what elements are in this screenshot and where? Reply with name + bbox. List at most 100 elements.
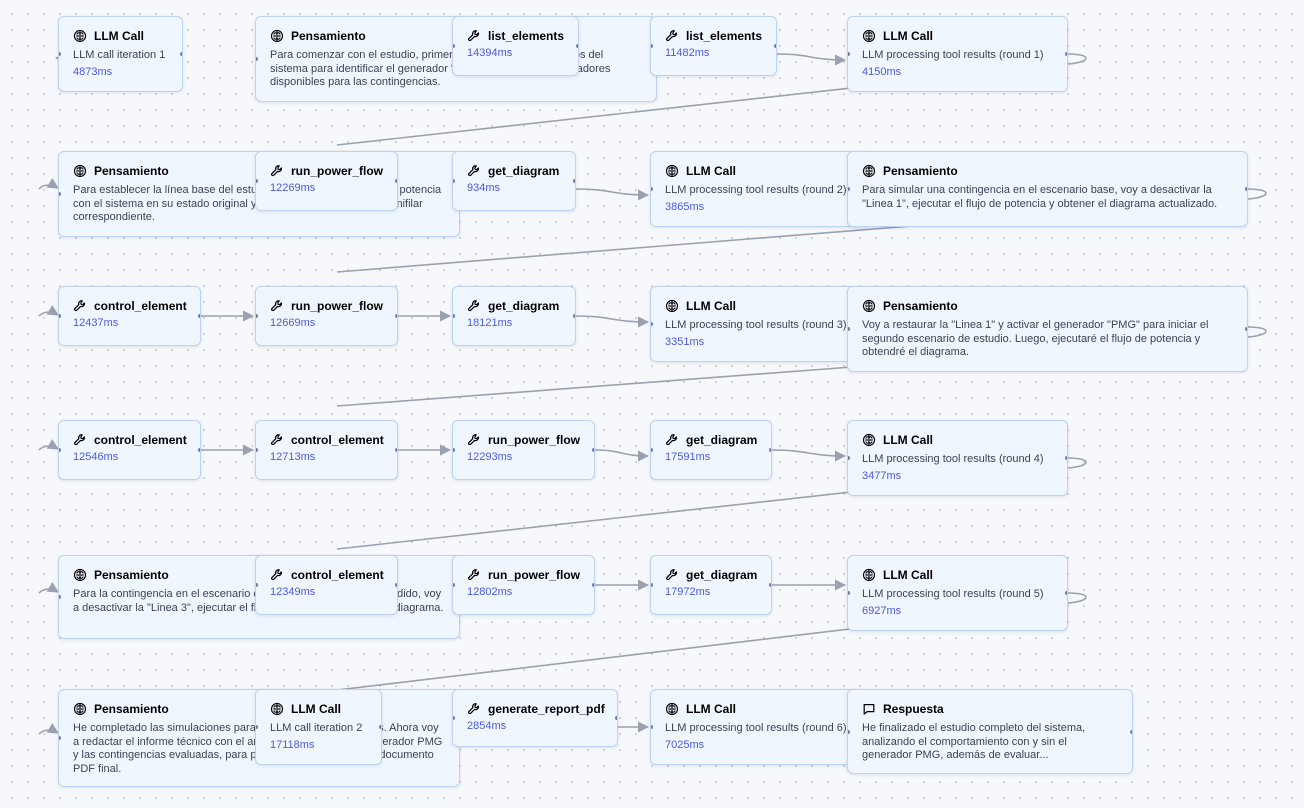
input-handle[interactable] [256,314,258,318]
input-handle[interactable] [59,192,61,196]
input-handle[interactable] [651,583,653,587]
output-handle[interactable] [198,314,200,318]
output-handle[interactable] [198,448,200,452]
input-handle[interactable] [453,179,455,183]
flow-node-28[interactable]: generate_report_pdf 2854ms [452,689,618,747]
brain-icon [73,702,87,716]
output-handle[interactable] [592,448,594,452]
flow-node-22[interactable]: control_element 12349ms [255,555,398,615]
node-title: run_power_flow [291,164,384,178]
input-handle[interactable] [256,583,258,587]
output-handle[interactable] [1245,327,1247,331]
input-handle[interactable] [651,187,653,191]
flow-node-14[interactable]: LLM Call LLM processing tool results (ro… [650,286,868,362]
node-duration: 18121ms [467,317,513,329]
flow-node-20[interactable]: LLM Call LLM processing tool results (ro… [847,420,1068,496]
output-handle[interactable] [395,179,397,183]
input-handle[interactable] [453,583,455,587]
input-handle[interactable] [256,448,258,452]
output-handle[interactable] [1065,456,1067,460]
flow-node-23[interactable]: run_power_flow 12802ms [452,555,595,615]
node-title: Pensamiento [94,568,169,582]
node-duration: 3865ms [665,200,705,213]
output-handle[interactable] [379,725,381,729]
flow-node-9[interactable]: LLM Call LLM processing tool results (ro… [650,151,868,227]
flow-node-24[interactable]: get_diagram 17972ms [650,555,772,615]
flow-node-11[interactable]: control_element 12437ms [58,286,201,346]
flow-node-3[interactable]: list_elements 14394ms [452,16,579,76]
node-body: LLM processing tool results (round 2) [665,184,847,196]
brain-icon [862,29,876,43]
input-handle[interactable] [59,52,61,56]
node-body: LLM processing tool results (round 6) [665,722,847,734]
flow-node-8[interactable]: get_diagram 934ms [452,151,576,211]
input-handle[interactable] [59,595,61,599]
input-handle[interactable] [848,52,850,56]
input-handle[interactable] [848,187,850,191]
output-handle[interactable] [180,52,182,56]
node-title: generate_report_pdf [488,702,605,716]
flow-node-4[interactable]: list_elements 11482ms [650,16,777,76]
flow-node-19[interactable]: get_diagram 17591ms [650,420,772,480]
input-handle[interactable] [848,327,850,331]
flow-node-7[interactable]: run_power_flow 12269ms [255,151,398,211]
input-handle[interactable] [453,314,455,318]
output-handle[interactable] [395,448,397,452]
node-title: get_diagram [488,299,560,313]
output-handle[interactable] [1065,591,1067,595]
node-body: Para simular una contingencia en el esce… [862,184,1218,210]
output-handle[interactable] [769,583,771,587]
input-handle[interactable] [59,448,61,452]
flow-node-17[interactable]: control_element 12713ms [255,420,398,480]
flow-node-30[interactable]: Respuesta He finalizado el estudio compl… [847,689,1133,774]
input-handle[interactable] [256,725,258,729]
node-body: LLM processing tool results (round 4) [862,453,1044,465]
output-handle[interactable] [774,44,776,48]
flow-node-10[interactable]: Pensamiento Para simular una contingenci… [847,151,1248,227]
wrench-icon [270,568,284,582]
output-handle[interactable] [592,583,594,587]
input-handle[interactable] [651,725,653,729]
flow-node-27[interactable]: LLM Call LLM call iteration 2 17118ms [255,689,382,765]
output-handle[interactable] [395,583,397,587]
input-handle[interactable] [59,736,61,740]
node-title: Pensamiento [94,164,169,178]
node-duration: 4873ms [73,65,113,78]
brain-icon [73,568,87,582]
input-handle[interactable] [453,44,455,48]
output-handle[interactable] [573,179,575,183]
input-handle[interactable] [848,729,850,734]
flow-node-25[interactable]: LLM Call LLM processing tool results (ro… [847,555,1068,631]
wrench-icon [467,164,481,178]
input-handle[interactable] [59,314,61,318]
input-handle[interactable] [651,322,653,326]
node-title: Pensamiento [291,29,366,43]
flow-node-16[interactable]: control_element 12546ms [58,420,201,480]
output-handle[interactable] [576,44,578,48]
output-handle[interactable] [769,448,771,452]
node-duration: 3477ms [862,469,902,482]
brain-icon [73,29,87,43]
output-handle[interactable] [1130,729,1132,734]
output-handle[interactable] [1065,52,1067,56]
flow-node-29[interactable]: LLM Call LLM processing tool results (ro… [650,689,868,765]
input-handle[interactable] [453,448,455,452]
input-handle[interactable] [848,591,850,595]
output-handle[interactable] [615,716,617,720]
input-handle[interactable] [651,448,653,452]
flow-node-1[interactable]: LLM Call LLM call iteration 1 4873ms [58,16,183,92]
flow-node-12[interactable]: run_power_flow 12669ms [255,286,398,346]
input-handle[interactable] [256,57,258,61]
flow-node-13[interactable]: get_diagram 18121ms [452,286,576,346]
output-handle[interactable] [573,314,575,318]
input-handle[interactable] [453,716,455,720]
output-handle[interactable] [1245,187,1247,191]
flow-node-5[interactable]: LLM Call LLM processing tool results (ro… [847,16,1068,92]
flow-node-15[interactable]: Pensamiento Voy a restaurar la "Linea 1"… [847,286,1248,372]
input-handle[interactable] [848,456,850,460]
node-title: Pensamiento [883,164,958,178]
output-handle[interactable] [395,314,397,318]
flow-node-18[interactable]: run_power_flow 12293ms [452,420,595,480]
input-handle[interactable] [651,44,653,48]
input-handle[interactable] [256,179,258,183]
